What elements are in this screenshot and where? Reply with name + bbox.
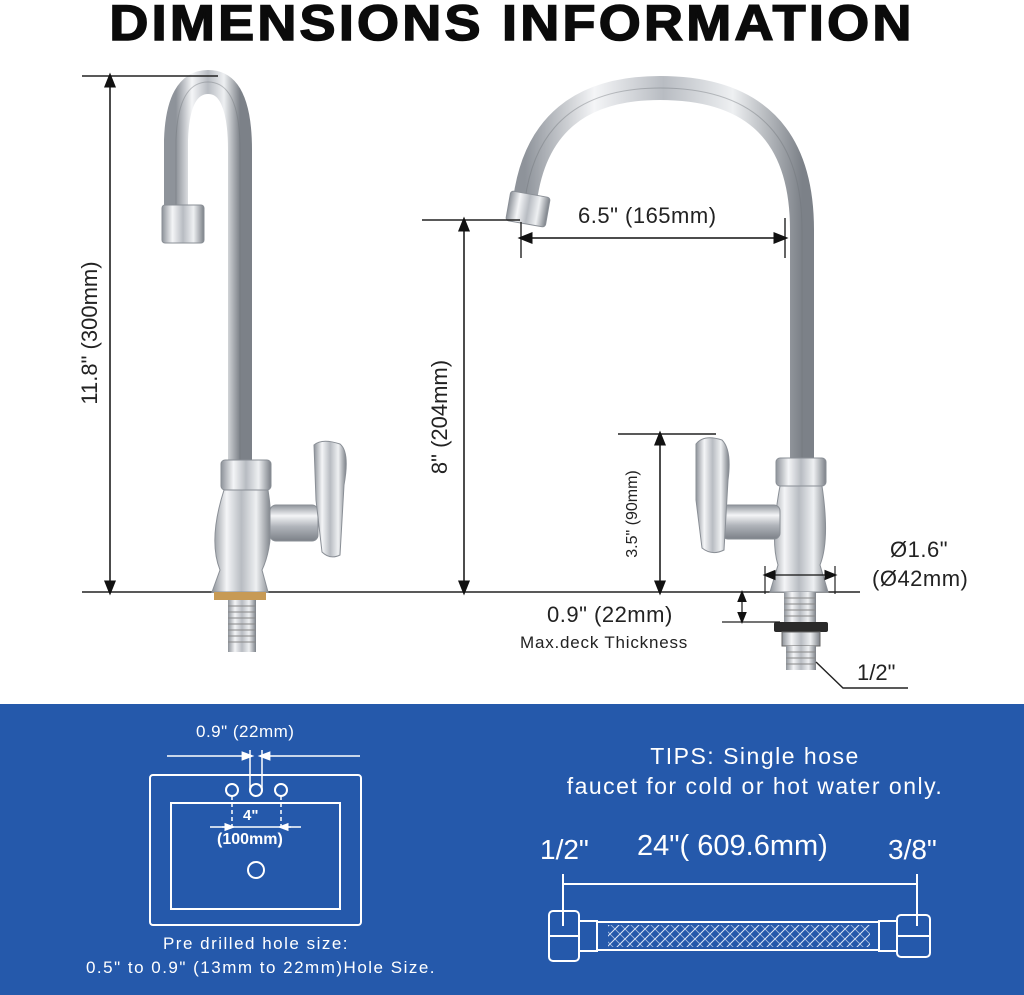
hole-spacing-mm-label: (100mm) [217,831,283,848]
hole-size-caption-line1: Pre drilled hole size: [162,934,350,953]
hose-length-label: 24"( 609.6mm) [637,830,828,862]
tips-line1: TIPS: Single hose [650,743,860,769]
hole-width-label: 0.9" (22mm) [196,722,295,741]
sink-and-hose-drawing [149,750,931,962]
thread-size-label: 1/2" [857,660,896,685]
left-faucet-illustration [161,69,347,652]
reach-label: 6.5" (165mm) [578,203,717,228]
right-faucet-illustration [505,75,829,670]
page-title: DIMENSIONS INFORMATION [109,0,915,52]
sink-outline [149,774,362,926]
hose-right-size-label: 3/8" [888,834,937,865]
hole-spacing-inch-label: 4" [243,807,259,824]
deck-thickness-label: 0.9" (22mm) [547,602,673,627]
thread-leader-line [815,661,908,689]
base-diameter-mm-label: (Ø42mm) [872,566,969,591]
hole-size-caption-line2: 0.5" to 0.9" (13mm to 22mm)Hole Size. [85,958,437,977]
total-height-label: 11.8" (300mm) [77,261,102,405]
deck-thickness-caption: Max.deck Thickness [520,633,689,652]
base-diameter-label: Ø1.6" [890,537,949,562]
spout-height-label: 8" (204mm) [427,359,452,475]
handle-height-label: 3.5" (90mm) [624,470,641,558]
info-panel: 0.9" (22mm) 4" (100mm) Pre drilled hole … [0,704,1024,995]
faucet-dimension-drawing [82,69,908,689]
hose-left-size-label: 1/2" [540,834,589,865]
hose-illustration [548,874,931,962]
tips-line2: faucet for cold or hot water only. [566,773,944,799]
